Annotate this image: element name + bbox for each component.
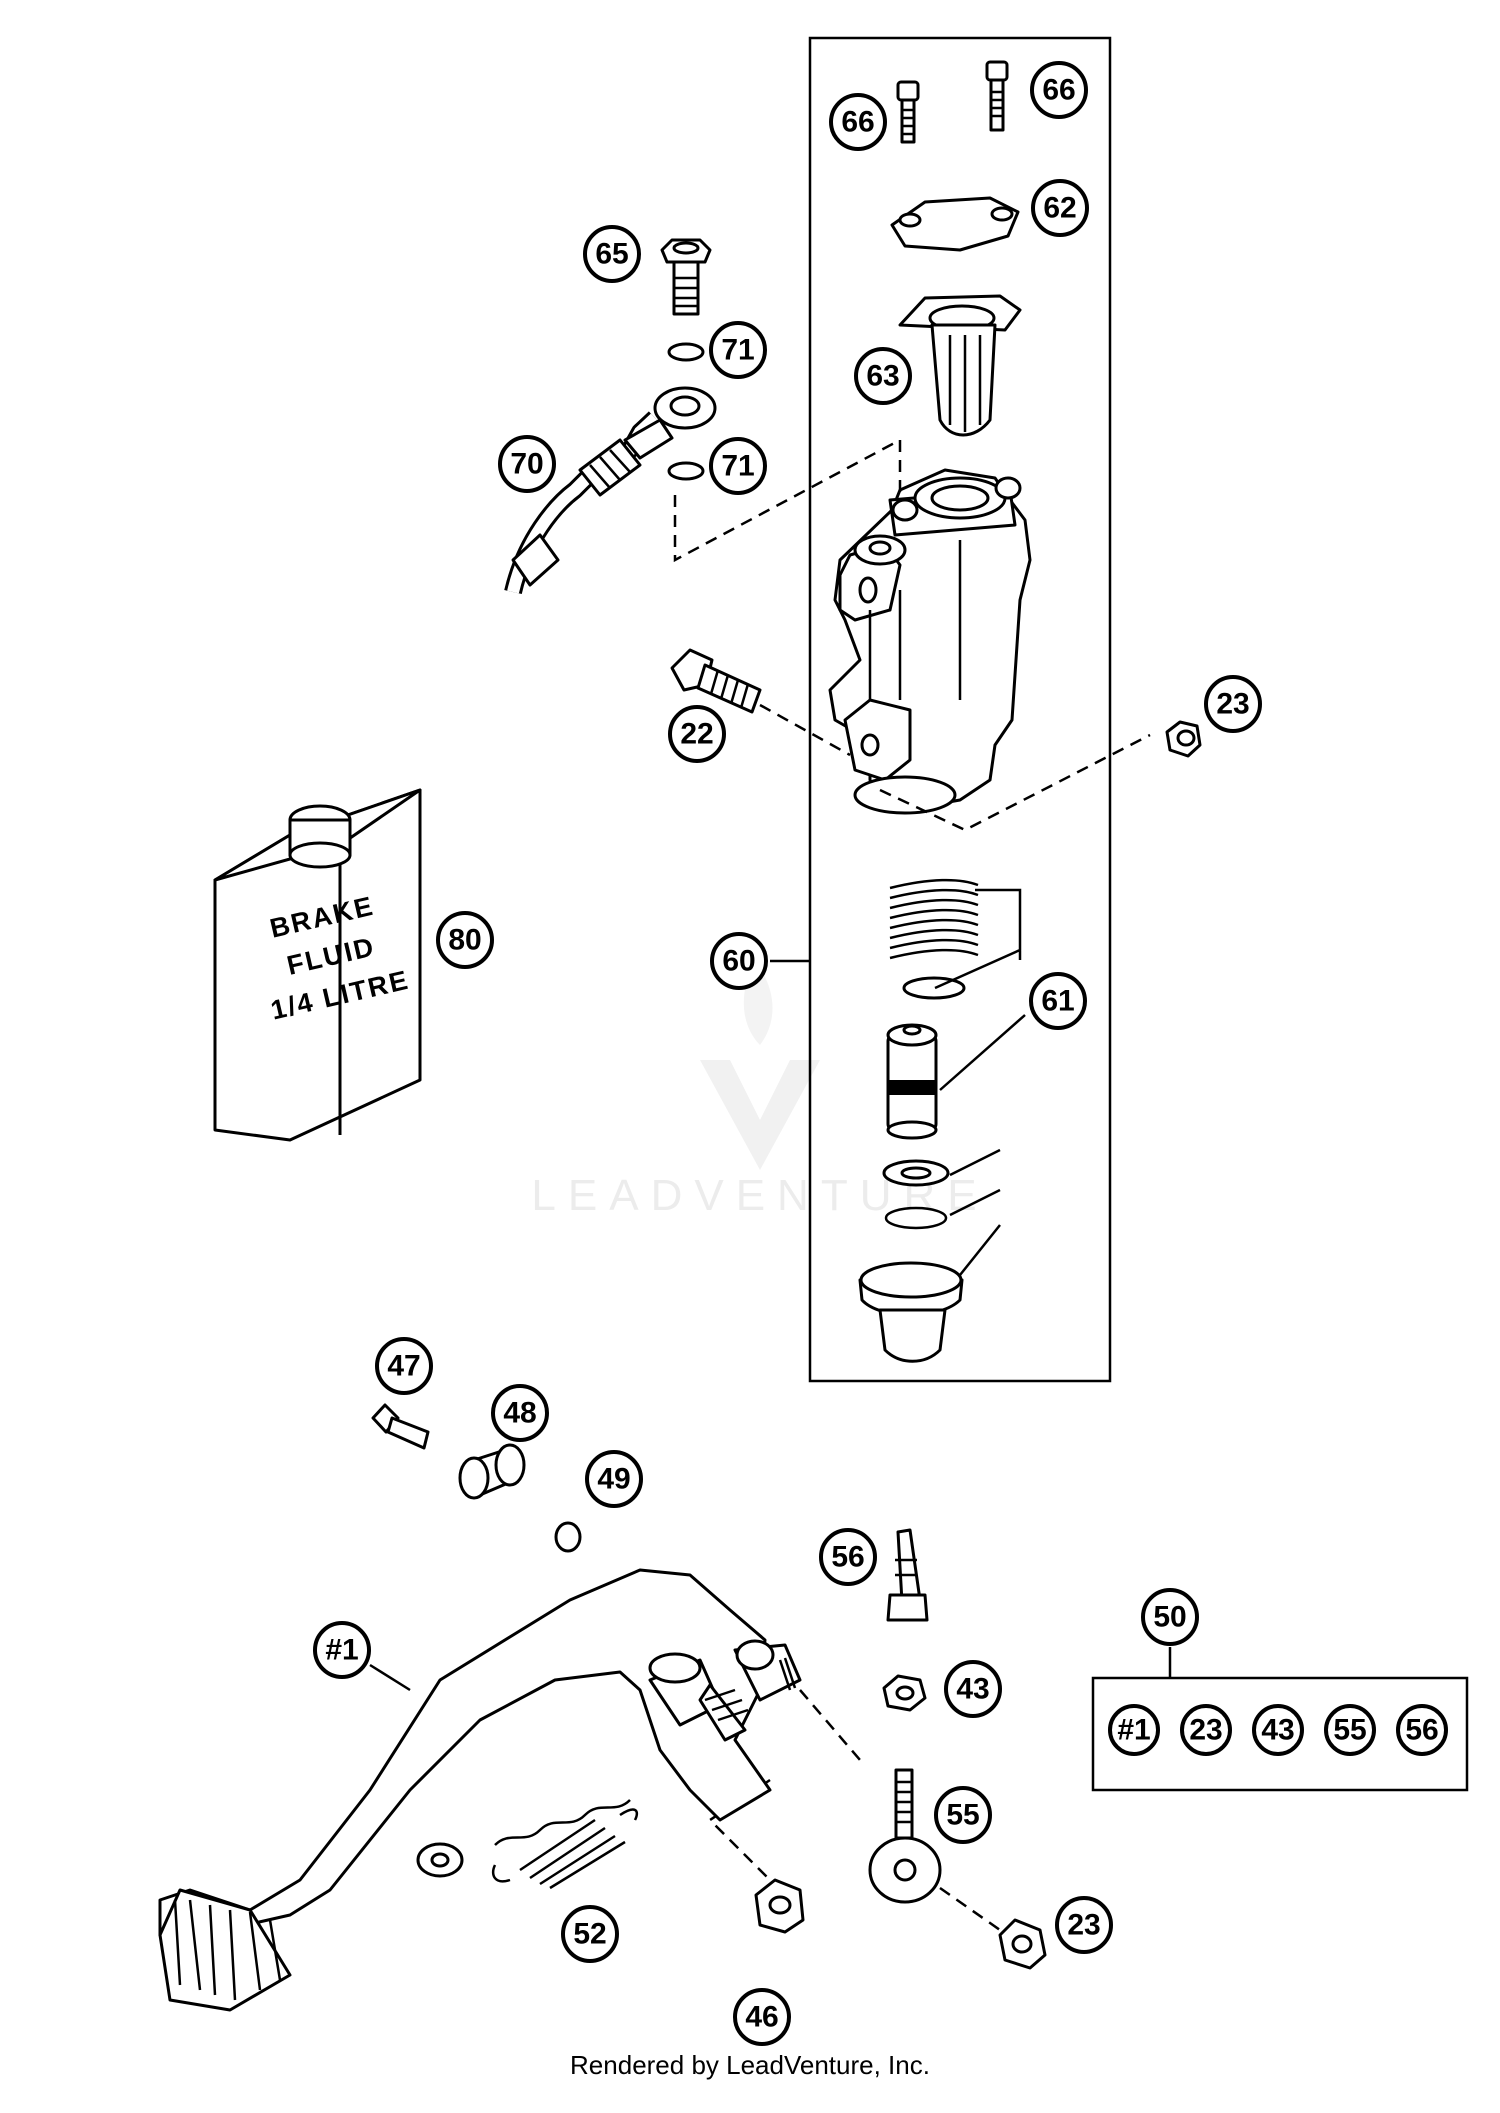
svg-text:71: 71: [721, 450, 754, 483]
svg-text:43: 43: [956, 1673, 989, 1706]
svg-text:70: 70: [510, 448, 543, 481]
svg-text:23: 23: [1216, 688, 1249, 721]
callout-23a[interactable]: 23: [1204, 675, 1262, 733]
banjo-bolt-65: [660, 238, 712, 316]
callout-62[interactable]: 62: [1031, 179, 1089, 237]
svg-text:46: 46: [745, 2001, 778, 2034]
footer-credit: Rendered by LeadVenture, Inc.: [570, 2050, 930, 2080]
callout-49[interactable]: 49: [585, 1450, 643, 1508]
svg-text:60: 60: [722, 945, 755, 978]
svg-text:50: 50: [1153, 1601, 1186, 1634]
washer-71-bottom: [667, 461, 705, 481]
callout-52[interactable]: 52: [561, 1905, 619, 1963]
callout-48[interactable]: 48: [491, 1384, 549, 1442]
bolt-56: [886, 1528, 929, 1622]
svg-text:49: 49: [597, 1463, 630, 1496]
callout-71b[interactable]: 71: [709, 437, 767, 495]
bolt-22: [670, 648, 762, 714]
svg-text:65: 65: [595, 238, 628, 271]
callout-23b[interactable]: 23: [1055, 1896, 1113, 1954]
callout-47[interactable]: 47: [375, 1337, 433, 1395]
nut-46: [754, 1878, 805, 1934]
svg-text:62: 62: [1043, 192, 1076, 225]
kit-item-1: #1: [1117, 1714, 1150, 1747]
callout-46[interactable]: 46: [733, 1988, 791, 2046]
spring-52: [491, 1799, 639, 1890]
svg-text:55: 55: [946, 1799, 979, 1832]
leader-lines-60-61: [770, 888, 1026, 1276]
brake-fluid-bottle-80: BRAKE FLUID 1/4 LITRE: [213, 788, 422, 1142]
assembly-line-bolt-22: [759, 703, 851, 757]
assembly-line-nut-23: [879, 733, 1151, 832]
callout-50[interactable]: 50: [1141, 1588, 1199, 1646]
nut-23-lower: [998, 1918, 1047, 1970]
kit-box-items: #1 23 43 55 56: [1108, 1704, 1448, 1756]
callout-61[interactable]: 61: [1029, 972, 1087, 1030]
kit-item-43: 43: [1261, 1714, 1294, 1747]
leader-line-1: [369, 1663, 411, 1692]
callout-80[interactable]: 80: [436, 911, 494, 969]
brake-hose-70: [504, 386, 717, 595]
svg-text:52: 52: [573, 1918, 606, 1951]
callout-22[interactable]: 22: [668, 705, 726, 763]
master-cylinder-group-frame: [808, 36, 1112, 1383]
callout-1[interactable]: #1: [313, 1621, 371, 1679]
assembly-line-pedal-rod: [799, 1689, 1001, 1932]
screw-66-right: [985, 60, 1009, 132]
reservoir-cap-62: [890, 196, 1020, 252]
piston-kit-60: [858, 878, 979, 1363]
callout-43[interactable]: 43: [944, 1660, 1002, 1718]
screw-66-left: [896, 80, 920, 144]
washer-49: [554, 1521, 582, 1553]
callout-63[interactable]: 63: [854, 347, 912, 405]
callout-65[interactable]: 65: [583, 225, 641, 283]
svg-text:#1: #1: [325, 1634, 358, 1667]
reservoir-diaphragm-63: [898, 294, 1022, 437]
svg-text:22: 22: [680, 718, 713, 751]
callout-66b[interactable]: 66: [1030, 61, 1088, 119]
svg-text:23: 23: [1067, 1909, 1100, 1942]
washer-71-top: [667, 342, 705, 362]
svg-text:66: 66: [841, 106, 874, 139]
callout-71a[interactable]: 71: [709, 321, 767, 379]
nut-43: [882, 1674, 927, 1712]
svg-text:66: 66: [1042, 74, 1075, 107]
svg-text:47: 47: [387, 1350, 420, 1383]
svg-text:80: 80: [448, 924, 481, 957]
callout-56[interactable]: 56: [819, 1528, 877, 1586]
nut-23-upper: [1165, 720, 1202, 758]
callout-66a[interactable]: 66: [829, 93, 887, 151]
rod-end-55: [868, 1768, 942, 1904]
svg-text:61: 61: [1041, 985, 1074, 1018]
callout-60[interactable]: 60: [710, 932, 768, 990]
svg-text:71: 71: [721, 334, 754, 367]
brake-pedal-1: [158, 1568, 802, 2012]
assembly-line-hose: [673, 437, 902, 563]
svg-text:63: 63: [866, 360, 899, 393]
svg-text:56: 56: [831, 1541, 864, 1574]
screw-47: [371, 1403, 430, 1450]
svg-text:48: 48: [503, 1397, 536, 1430]
kit-item-55: 55: [1333, 1714, 1366, 1747]
kit-item-23: 23: [1189, 1714, 1222, 1747]
kit-item-56: 56: [1405, 1714, 1438, 1747]
callout-70[interactable]: 70: [498, 435, 556, 493]
callout-55[interactable]: 55: [934, 1786, 992, 1844]
spacer-48: [458, 1443, 526, 1500]
kit-box-50: #1 23 43 55 56: [1091, 1647, 1469, 1792]
master-cylinder-body: [828, 468, 1032, 815]
